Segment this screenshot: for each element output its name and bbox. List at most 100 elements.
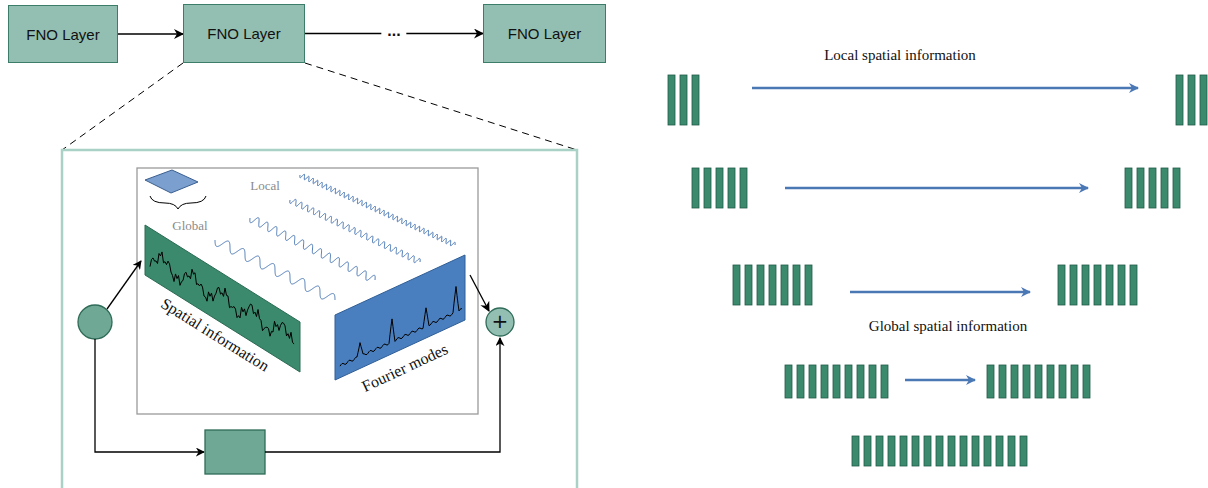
annotation-label: Local spatial information xyxy=(824,47,976,64)
channel-bar xyxy=(857,365,864,398)
frequency-wave xyxy=(290,199,420,262)
channel-bar xyxy=(876,436,883,466)
channel-bar xyxy=(1176,75,1183,125)
channel-bar xyxy=(1137,168,1144,208)
channel-bar xyxy=(1008,436,1015,466)
channel-bar xyxy=(781,265,788,305)
linear-square xyxy=(205,430,265,474)
bar-group xyxy=(668,75,1207,466)
channel-bar xyxy=(728,168,735,208)
layer-box: FNO Layer xyxy=(8,5,118,63)
input-arrow xyxy=(107,261,141,309)
channel-bar xyxy=(1082,265,1089,305)
sum-outline xyxy=(486,308,514,336)
channel-bar xyxy=(716,168,723,208)
channel-bar xyxy=(996,436,1003,466)
sum-circle: + xyxy=(485,307,515,337)
channel-bar xyxy=(912,436,919,466)
layer-box: FNO Layer xyxy=(183,4,305,63)
channel-bar xyxy=(1083,365,1090,398)
annotation-label: Global spatial information xyxy=(869,318,1027,335)
edge-label: ... xyxy=(381,22,406,40)
channel-bar xyxy=(1188,75,1195,125)
channel-bar xyxy=(1070,265,1077,305)
channel-bar xyxy=(1071,365,1078,398)
channel-bar xyxy=(809,365,816,398)
layer-name: FNO Layer xyxy=(508,25,581,42)
layer-name: FNO Layer xyxy=(26,26,99,43)
flow-arrow xyxy=(785,187,1088,190)
channel-bar xyxy=(987,365,994,398)
channel-bar xyxy=(680,75,687,125)
node-shape xyxy=(330,250,470,415)
channel-bar xyxy=(785,365,792,398)
channel-bar xyxy=(668,75,675,125)
channel-bar xyxy=(692,168,699,208)
signal-panel: Spatial information xyxy=(140,220,305,380)
channel-bar xyxy=(1094,265,1101,305)
channel-bar xyxy=(1161,168,1168,208)
channel-bar xyxy=(733,265,740,305)
channel-bar xyxy=(793,265,800,305)
annotation-label: Local xyxy=(250,178,280,194)
channel-bar xyxy=(769,265,776,305)
flow-arrow xyxy=(752,87,1138,90)
input-circle xyxy=(78,305,112,339)
channel-bar xyxy=(1173,168,1180,208)
channel-bar xyxy=(881,365,888,398)
channel-bar xyxy=(833,365,840,398)
flow-arrow xyxy=(470,275,489,311)
channel-bar xyxy=(845,365,852,398)
channel-bar xyxy=(924,436,931,466)
channel-bar xyxy=(1011,365,1018,398)
channel-bar xyxy=(1059,365,1066,398)
annotation-label: Global xyxy=(172,218,207,234)
inner-frame xyxy=(137,168,478,414)
layer-name: FNO Layer xyxy=(207,25,280,42)
frequency-wave xyxy=(250,218,375,281)
channel-bar xyxy=(740,168,747,208)
channel-bar xyxy=(888,436,895,466)
channel-bar xyxy=(999,365,1006,398)
channel-bar xyxy=(1149,168,1156,208)
channel-bar xyxy=(1200,75,1207,125)
channel-bar xyxy=(900,436,907,466)
channel-bar xyxy=(972,436,979,466)
zoom-panel xyxy=(62,150,577,488)
channel-bar xyxy=(1058,265,1065,305)
channel-bar xyxy=(1020,436,1027,466)
channel-bar xyxy=(948,436,955,466)
channel-bar xyxy=(984,436,991,466)
zoom-line xyxy=(62,63,183,150)
skip-wire xyxy=(95,339,204,452)
signal-panel: Fourier modes xyxy=(330,250,470,415)
flow-arrow xyxy=(118,33,183,34)
channel-bar xyxy=(869,365,876,398)
channel-bar xyxy=(960,436,967,466)
channel-bar xyxy=(936,436,943,466)
channel-bar xyxy=(757,265,764,305)
channel-bar xyxy=(1118,265,1125,305)
channel-bar xyxy=(805,265,812,305)
channel-bar xyxy=(1035,365,1042,398)
channel-bar xyxy=(864,436,871,466)
flow-arrow xyxy=(905,379,975,382)
channel-bar xyxy=(1023,365,1030,398)
channel-bar xyxy=(1106,265,1113,305)
channel-bar xyxy=(1130,265,1137,305)
layer-box: FNO Layer xyxy=(483,4,606,63)
flow-arrow xyxy=(850,291,1030,294)
channel-bar xyxy=(692,75,699,125)
channel-bar xyxy=(1047,365,1054,398)
channel-bar xyxy=(797,365,804,398)
channel-bar xyxy=(704,168,711,208)
channel-bar xyxy=(821,365,828,398)
domain-diamond xyxy=(145,170,198,193)
channel-bar xyxy=(745,265,752,305)
zoom-line xyxy=(305,63,577,150)
channel-bar xyxy=(1125,168,1132,208)
sum-sign: + xyxy=(492,311,509,331)
brace xyxy=(150,196,206,209)
